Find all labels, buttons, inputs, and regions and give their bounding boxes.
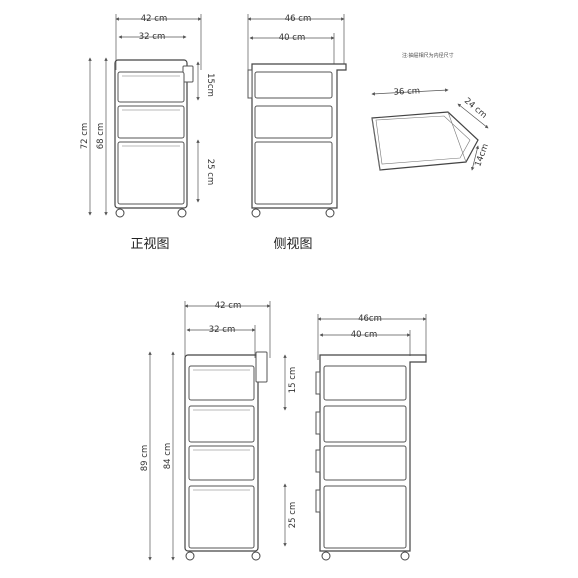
height-inner-label: 84 cm — [163, 443, 173, 469]
drawer-large-label: 25 cm — [288, 502, 298, 528]
drawer-outline — [371, 111, 479, 171]
width-outer-label: 42 cm — [215, 301, 241, 311]
drawer-1 — [117, 71, 185, 103]
depth-inner-label: 40 cm — [351, 330, 377, 340]
drawer-note: 注:抽屉相尺为内径尺寸 — [402, 52, 454, 59]
height-outer-label: 72 cm — [80, 123, 90, 149]
wheel — [321, 551, 331, 561]
cart-side-frame — [319, 354, 427, 552]
drawer-side-2 — [323, 405, 407, 443]
width-outer-label: 42 cm — [141, 14, 167, 24]
wheel — [251, 551, 261, 561]
side-view-3-tier: 46 cm 40 cm 侧视图 — [247, 14, 347, 252]
side-rail — [247, 69, 253, 99]
wheel — [115, 208, 125, 218]
drawer-3 — [117, 141, 185, 205]
drawer-side-2 — [254, 105, 333, 139]
drawer-2 — [188, 405, 255, 443]
drawer-length-label: 36 cm — [393, 86, 420, 97]
drawer-2 — [117, 105, 185, 139]
depth-inner-label: 40 cm — [279, 33, 305, 43]
side-rail — [315, 411, 321, 435]
drawer-small-label: 15 cm — [288, 367, 298, 393]
drawer-width-label: 24 cm — [462, 96, 489, 121]
side-view-4-tier: 46cm 40 cm — [315, 314, 427, 561]
wheel — [400, 551, 410, 561]
wheel — [325, 208, 335, 218]
depth-outer-label: 46cm — [358, 314, 382, 324]
drawer-detail: 注:抽屉相尺为内径尺寸 36 cm 24 cm 14cm — [371, 52, 491, 171]
side-rail — [315, 371, 321, 395]
wheel — [177, 208, 187, 218]
drawer-side-3 — [323, 445, 407, 481]
drawer-side-3 — [254, 141, 333, 205]
drawer-small-label: 15cm — [205, 73, 215, 97]
width-inner-label: 32 cm — [139, 32, 165, 42]
height-inner-label: 68 cm — [96, 123, 106, 149]
height-outer-label: 89 cm — [140, 445, 150, 471]
drawer-height-label: 14cm — [473, 142, 491, 168]
cart-side-frame — [251, 63, 347, 209]
drawer-4 — [188, 485, 255, 549]
drawer-large-label: 25 cm — [205, 159, 215, 185]
drawer-3 — [188, 445, 255, 481]
side-handle — [255, 351, 268, 383]
front-view-4-tier: 42 cm 32 cm 89 cm 84 cm 15 cm 25 cm — [140, 301, 298, 561]
depth-outer-label: 46 cm — [285, 14, 311, 24]
side-rail — [315, 489, 321, 513]
drawer-side-1 — [254, 71, 333, 99]
wheel — [185, 551, 195, 561]
width-inner-label: 32 cm — [209, 325, 235, 335]
drawer-width-dim-line — [457, 103, 489, 129]
front-view-caption: 正视图 — [130, 237, 169, 252]
front-view-3-tier: 42 cm 32 cm 72 cm 68 cm 15cm 25 cm 正视图 — [80, 14, 215, 252]
wheel — [251, 208, 261, 218]
drawer-length-dim-line — [371, 88, 449, 96]
drawer-side-4 — [323, 485, 407, 549]
cart-frame — [184, 354, 259, 552]
drawer-side-1 — [323, 365, 407, 401]
side-rail — [315, 449, 321, 473]
side-view-caption: 侧视图 — [273, 237, 312, 252]
drawer-1 — [188, 365, 255, 401]
cart-frame — [114, 59, 188, 209]
drawer-height-dim-line — [471, 145, 479, 171]
